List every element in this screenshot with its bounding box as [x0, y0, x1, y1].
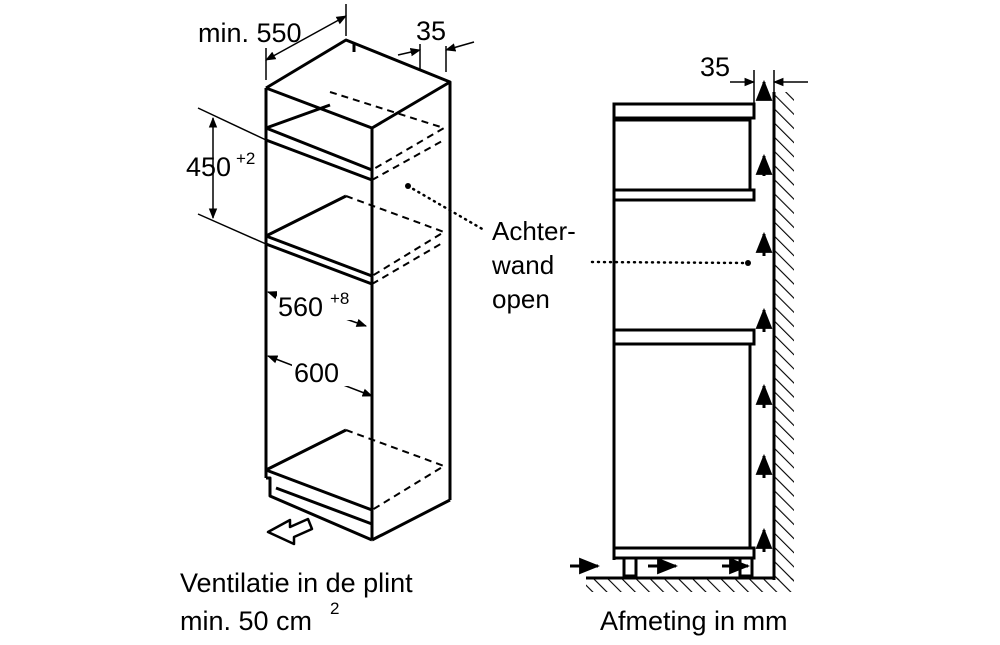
depth-min-label: min. 550 — [198, 18, 302, 48]
dimension-depth — [265, 4, 347, 80]
ventilation-arrow-icon — [266, 517, 314, 546]
side-section-drawing — [612, 102, 756, 578]
caption-ventilation-sup: 2 — [330, 599, 339, 618]
caption-units: Afmeting in mm — [600, 606, 788, 636]
gap-top-label: 35 — [416, 16, 446, 46]
niche-height-label: 450 — [186, 152, 231, 182]
airflow-arrows — [570, 79, 773, 575]
dimension-gap-right — [730, 70, 808, 104]
gap-right-label: 35 — [700, 52, 730, 82]
tall-cabinet-drawing — [264, 38, 452, 542]
rear-panel-note-line3: open — [492, 284, 550, 314]
niche-height-tolerance: +2 — [236, 149, 255, 168]
rear-panel-note-line1: Achter- — [492, 216, 576, 246]
dimension-niche-height — [197, 107, 267, 245]
wall — [772, 92, 794, 580]
niche-width-label: 560 — [278, 292, 323, 322]
niche-width-tolerance: +8 — [330, 289, 349, 308]
hidden-lines — [329, 91, 447, 511]
floor — [586, 576, 794, 592]
caption-ventilation-line2: min. 50 cm — [180, 606, 312, 636]
dimension-gap-top — [397, 41, 475, 72]
rear-panel-leaders — [406, 184, 750, 265]
rear-panel-note-line2: wand — [491, 250, 554, 280]
caption-ventilation-line1: Ventilatie in de plint — [180, 568, 413, 598]
cabinet-width-label: 600 — [294, 358, 339, 388]
